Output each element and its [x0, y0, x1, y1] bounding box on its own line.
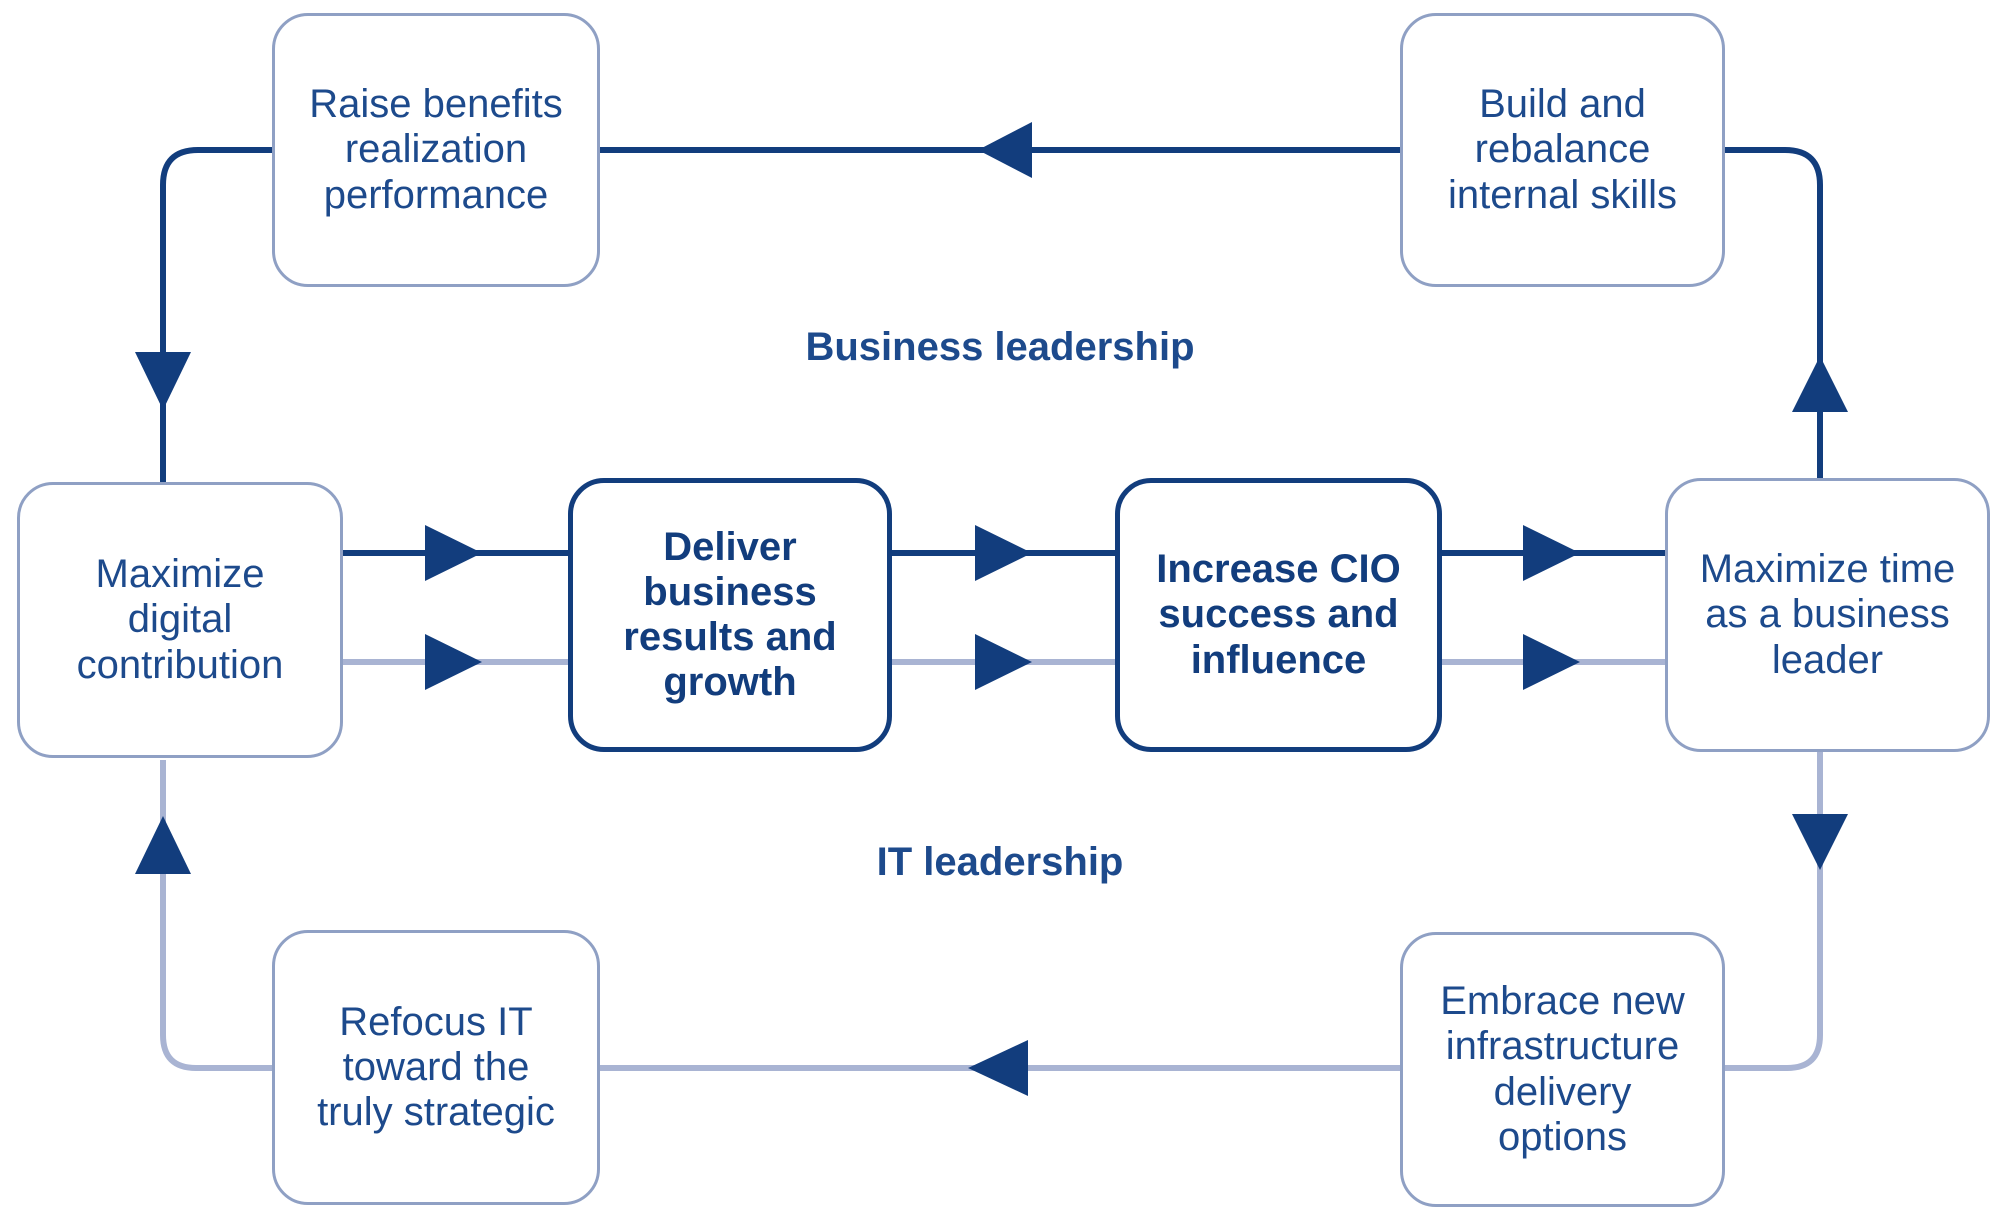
arrow-left-down-icon: [135, 352, 191, 410]
node-deliver-results: Deliver business results and growth: [568, 478, 892, 752]
arrow-right-up-icon: [1792, 356, 1848, 412]
arrow-bottom-left-icon: [968, 1040, 1028, 1096]
node-maximize-time: Maximize time as a business leader: [1665, 478, 1990, 752]
arrow-mid-light-1-icon: [425, 634, 482, 690]
arrow-mid-dark-2-icon: [975, 525, 1032, 581]
node-increase-cio: Increase CIO success and influence: [1115, 478, 1442, 752]
arrow-mid-light-3-icon: [1523, 634, 1580, 690]
node-refocus-it: Refocus IT toward the truly strategic: [272, 930, 600, 1205]
arrow-mid-light-2-icon: [975, 634, 1032, 690]
node-embrace-infra: Embrace new infrastructure delivery opti…: [1400, 932, 1725, 1207]
node-raise-benefits: Raise benefits realization performance: [272, 13, 600, 287]
node-maximize-digital: Maximize digital contribution: [17, 482, 343, 758]
label-it-leadership: IT leadership: [876, 840, 1124, 884]
arrow-mid-dark-1-icon: [425, 525, 482, 581]
arrow-top-left-icon: [978, 122, 1032, 178]
label-business-leadership: Business leadership: [805, 325, 1195, 369]
arrow-mid-dark-3-icon: [1523, 525, 1580, 581]
arrow-right-down-icon: [1792, 814, 1848, 870]
arrow-left-up-icon: [135, 816, 191, 874]
node-build-skills: Build and rebalance internal skills: [1400, 13, 1725, 287]
